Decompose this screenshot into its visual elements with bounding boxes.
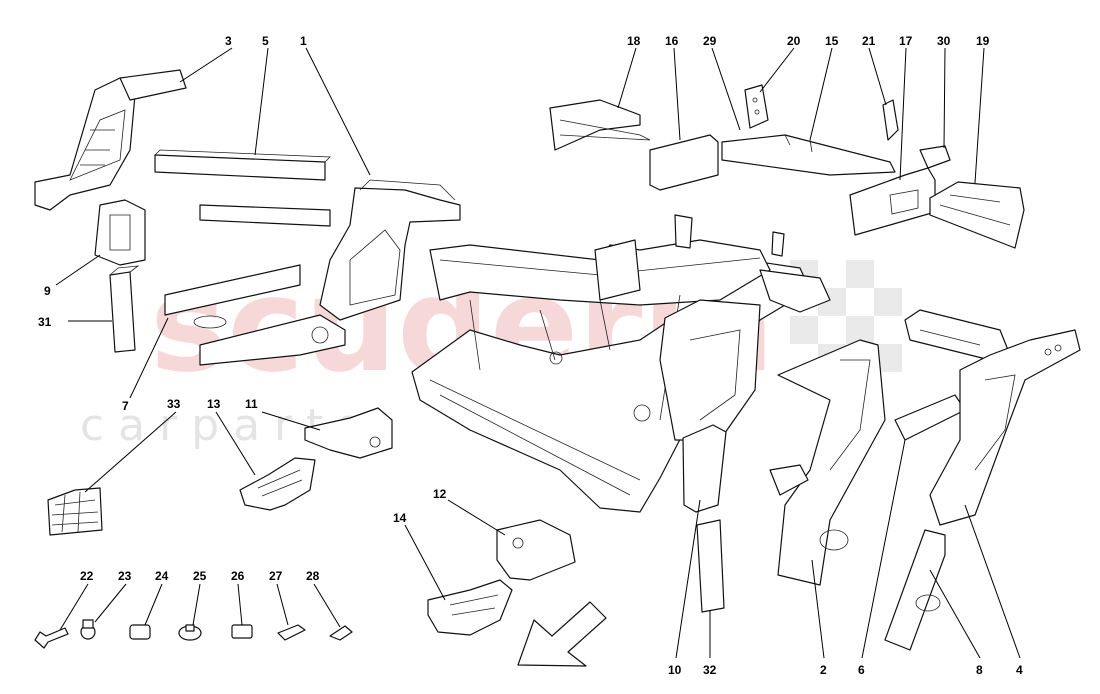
- callout-33: 33: [167, 397, 181, 411]
- callout-28: 28: [306, 569, 320, 583]
- part-33-mesh-panel: [47, 487, 103, 536]
- part-12-bracket: [496, 519, 576, 581]
- part-1-front-left-frame: [164, 179, 461, 366]
- part-16-box: [649, 134, 719, 191]
- callout-14: 14: [393, 511, 407, 525]
- part-20-bracket: [744, 84, 769, 129]
- part-9-bracket: [94, 199, 146, 266]
- fastener-24-bush: [129, 624, 151, 640]
- fastener-26-nut: [231, 624, 253, 639]
- part-21-bracket: [882, 99, 899, 141]
- part-5-front-beam: [154, 149, 331, 181]
- callout-1: 1: [300, 34, 307, 48]
- callout-16: 16: [665, 34, 679, 48]
- part-18-bracket: [549, 99, 651, 151]
- callout-22: 22: [80, 569, 94, 583]
- callout-6: 6: [858, 663, 865, 677]
- part-4-rear-right-leg: [929, 329, 1081, 526]
- fastener-23-rivet: [80, 619, 96, 640]
- callout-30: 30: [937, 34, 951, 48]
- part-32-post: [696, 519, 725, 613]
- part-10-upright: [682, 424, 727, 513]
- callout-3: 3: [225, 34, 232, 48]
- callout-labels: 3 5 1 9 31 7 33 13 11 12 14 18 16 29 20 …: [38, 34, 1023, 677]
- callout-32: 32: [703, 663, 717, 677]
- fastener-25-insert: [178, 624, 202, 641]
- callout-26: 26: [231, 569, 245, 583]
- arrow-down-left-icon: [517, 601, 607, 667]
- callout-9: 9: [44, 284, 51, 298]
- callout-15: 15: [825, 34, 839, 48]
- callout-18: 18: [627, 34, 641, 48]
- part-31-post: [109, 265, 140, 353]
- central-chassis-frame: [411, 214, 831, 513]
- callout-12: 12: [433, 487, 447, 501]
- part-17-box: [849, 167, 936, 236]
- callout-31: 31: [38, 315, 52, 329]
- callout-7: 7: [122, 399, 129, 413]
- callout-21: 21: [862, 34, 876, 48]
- callout-4: 4: [1016, 663, 1023, 677]
- callout-23: 23: [118, 569, 132, 583]
- callout-19: 19: [976, 34, 990, 48]
- callout-24: 24: [155, 569, 169, 583]
- callout-17: 17: [899, 34, 913, 48]
- part-13-bracket: [239, 457, 316, 511]
- fastener-28-bolt: [329, 625, 353, 641]
- callout-8: 8: [976, 663, 983, 677]
- part-15-crossbar: [721, 134, 896, 176]
- callout-10: 10: [668, 663, 682, 677]
- part-14-bracket: [427, 579, 513, 636]
- fastener-22-rivet: [34, 627, 69, 649]
- callout-5: 5: [262, 34, 269, 48]
- part-8-strut: [884, 529, 946, 651]
- leader-lines: [55, 47, 1021, 659]
- callout-29: 29: [703, 34, 717, 48]
- part-2-rear-left-leg: [769, 339, 886, 586]
- callout-25: 25: [193, 569, 207, 583]
- part-30-bracket: [919, 145, 951, 169]
- part-3-front-left-pillar: [34, 69, 187, 211]
- callout-13: 13: [207, 397, 221, 411]
- callout-11: 11: [245, 397, 258, 411]
- part-11-plate: [304, 407, 393, 459]
- callout-27: 27: [269, 569, 283, 583]
- fastener-27-bolt: [277, 624, 306, 641]
- callout-2: 2: [820, 663, 827, 677]
- part-19-rail: [929, 181, 1025, 249]
- callout-20: 20: [787, 34, 801, 48]
